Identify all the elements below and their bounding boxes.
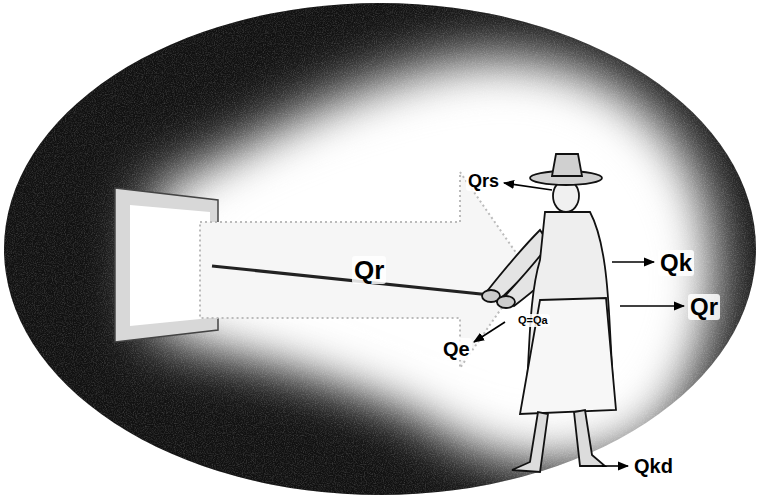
arrow-qkd [602,465,628,467]
heat-label: Qk [658,250,694,276]
radiation-label: Qr [352,256,386,284]
light-glow [150,56,716,462]
arrow-qe [474,322,505,342]
balance-label: Q=Qa [516,314,550,327]
dark-oval [4,3,756,495]
light-glow-core [200,110,670,431]
heat-label: Qe [441,338,472,360]
stipple-texture [4,3,756,495]
heat-label: Qrs [466,171,501,191]
worker-figure [482,154,616,472]
arrow-qrs [504,183,552,190]
heat-flow-arrows [474,183,684,466]
arrow-qr [620,305,684,307]
heat-label: Qr [688,294,720,320]
furnace-opening [130,205,210,326]
heat-label: Qkd [632,455,675,477]
radiation-arrow [200,172,528,368]
arrow-qk [612,261,654,263]
